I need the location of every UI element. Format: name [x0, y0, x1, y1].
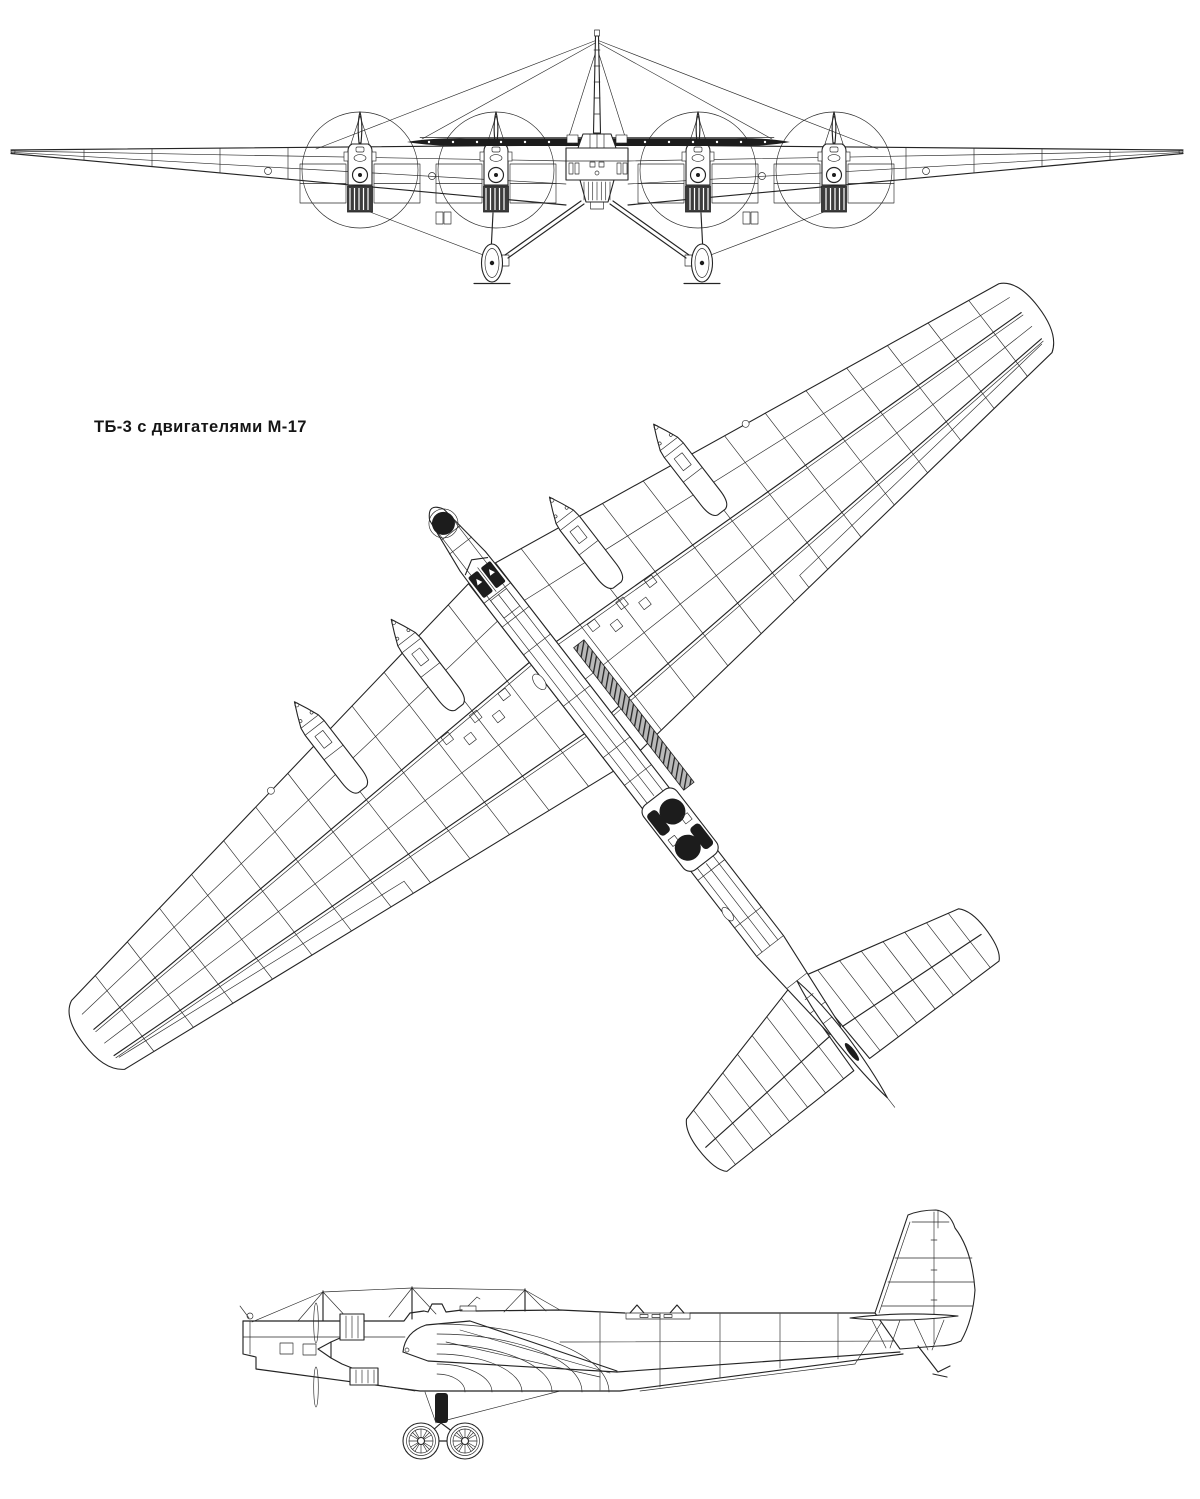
landing-wheel — [446, 1422, 484, 1460]
side-fuselage — [239, 1296, 904, 1392]
front-fuselage — [565, 133, 629, 210]
side-wing-root — [402, 1320, 618, 1393]
top-fin — [796, 980, 896, 1108]
cockpit-openings — [464, 556, 521, 619]
top-right-wing — [475, 189, 1200, 1062]
side-engine — [313, 1302, 416, 1408]
landing-wheel — [402, 1422, 440, 1460]
side-blister — [532, 673, 547, 690]
side-blister — [721, 907, 734, 922]
drawing-caption: ТБ-3 с двигателями М-17 — [94, 418, 307, 436]
side-landing-gear — [402, 1390, 561, 1460]
front-fin — [592, 29, 602, 134]
top-view — [0, 140, 1200, 1476]
front-view — [11, 29, 1183, 284]
side-tail — [849, 1209, 976, 1378]
top-left-wing — [0, 562, 858, 1435]
front-right-wing — [597, 40, 1183, 284]
front-left-wing — [11, 40, 597, 284]
side-view — [239, 1209, 976, 1460]
dorsal-turrets — [641, 787, 719, 872]
top-fuselage — [428, 506, 841, 1036]
nose-turret — [428, 508, 459, 539]
wing-catwalk — [573, 639, 695, 791]
